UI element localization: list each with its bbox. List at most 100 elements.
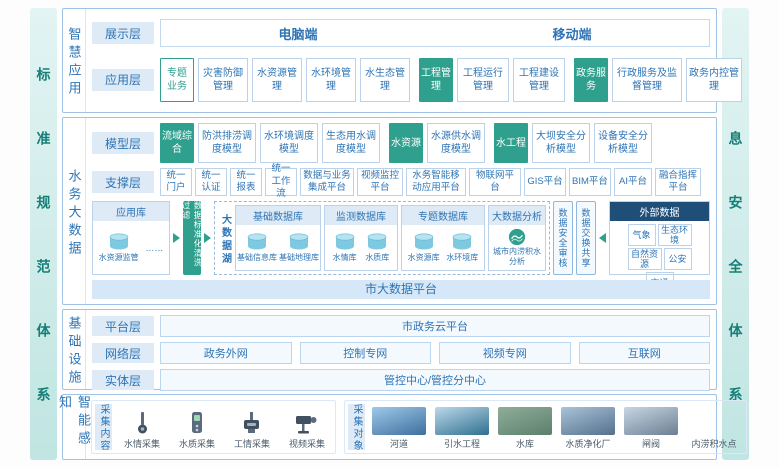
monitoring-db-title: 监测数据库 [325, 206, 397, 225]
gov-cloud-platform: 市政务云平台 [160, 315, 710, 337]
app-item-admin-supervision: 行政服务及监督管理 [612, 57, 682, 102]
database-cylinder: 基础地理库 [279, 232, 319, 263]
app-item-water-resource: 水资源管理 [252, 57, 302, 102]
database-cylinder: 水环境库 [446, 232, 479, 263]
thematic-db-panel: 专题数据库 水资源库 水环境库 [401, 205, 485, 271]
app-item-engineering-operation: 工程运行管理 [457, 57, 509, 102]
cylinder-icon [247, 232, 267, 249]
cylinder-icon [368, 232, 387, 249]
display-layer-row: 展示层 电脑端 移动端 [92, 19, 710, 48]
sluice-photo [624, 407, 678, 435]
model-layer-label: 模型层 [92, 132, 154, 154]
model-layer-row: 模型层 流域综合 防洪排涝调度模型 水环境调度模型 生态用水调度模型 水资源 水… [92, 123, 710, 163]
section-label-smart-application: 智慧应用 [63, 9, 86, 112]
model-device-safety: 设备安全分析模型 [594, 123, 652, 163]
basic-db-panel: 基础数据库 基础信息库 基础地理库 [235, 205, 321, 271]
security-pillar-label: 信息安全体系 [727, 67, 744, 451]
standards-pillar: 标准规范体系 [30, 8, 57, 460]
river-photo [372, 407, 426, 435]
section-label-water-big-data: 水务大数据 [63, 118, 86, 304]
cylinder-icon [335, 232, 354, 249]
model-dam-safety: 大坝安全分析模型 [532, 123, 590, 163]
platform-layer-label: 平台层 [92, 316, 154, 336]
data-security-audit-label: 数据安全审核 [557, 208, 568, 268]
cylinder-icon [289, 232, 309, 249]
diversion-project-photo [435, 407, 489, 435]
water-big-data-body: 模型层 流域综合 防洪排涝调度模型 水环境调度模型 生态用水调度模型 水资源 水… [86, 118, 716, 304]
support-integration-platform: 数据与业务集成平台 [300, 168, 354, 196]
external-natural-resources: 自然资源 [627, 248, 662, 270]
model-groups: 流域综合 防洪排涝调度模型 水环境调度模型 生态用水调度模型 水资源 水源供水调… [160, 123, 710, 163]
support-command-platform: 融合指挥平台 [655, 168, 701, 196]
smart-perception-body: 采集内容 水情采集 水质采集 [86, 395, 747, 459]
pc-client-label: 电脑端 [278, 26, 318, 42]
cylinder-label: 水资源库 [407, 252, 440, 262]
cylinder-label: 基础地理库 [279, 252, 319, 262]
external-data-panel: 外部数据 气象 生态环境 自然资源 公安 交通 [609, 201, 710, 294]
cctv-camera-icon [294, 409, 320, 435]
infrastructure-body: 平台层 市政务云平台 网络层 政务外网 控制专网 视频专网 互联网 实体层 管控… [86, 310, 716, 391]
analysis-icon [508, 228, 526, 246]
badge-water-project: 水工程 [494, 123, 528, 163]
cylinder-label: 水情库 [332, 252, 357, 262]
etl-label: 数据标准化清洗过滤 [181, 201, 203, 268]
basin-model-group: 流域综合 防洪排涝调度模型 水环境调度模型 生态用水调度模型 [160, 123, 380, 163]
basic-db-title: 基础数据库 [236, 206, 320, 225]
object-item-river: 河道 [370, 404, 428, 450]
sense-item-water-quality: 水质采集 [172, 404, 222, 450]
badge-engineering: 工程管理 [419, 57, 453, 102]
city-big-data-platform-bar: 市大数据平台 [92, 280, 710, 299]
section-title: 智慧应用 [66, 27, 82, 99]
section-title: 基础设施 [66, 316, 82, 388]
mobile-client-label: 移动端 [552, 26, 592, 42]
collection-objects-label-box: 采集对象 [348, 404, 365, 452]
application-groups: 专题业务 灾害防御管理 水资源管理 水环境管理 水生态管理 工程管理 工程运行管… [160, 57, 742, 102]
big-data-lake: 大数据湖 基础数据库 基础信息库 基础地理库 [214, 201, 550, 275]
smart-application-body: 展示层 电脑端 移动端 应用层 专题业务 灾害防御管理 水资源管理 水环境管理 … [86, 9, 742, 112]
sense-item-engineering: 工情采集 [227, 404, 277, 450]
flow-arrow-icon [204, 233, 211, 243]
object-item-reservoir: 水库 [496, 404, 554, 450]
cylinder-icon [453, 232, 472, 249]
cylinder-label: 水资源监管 [98, 252, 139, 262]
client-box: 电脑端 移动端 [160, 19, 710, 48]
model-eco-water: 生态用水调度模型 [322, 123, 380, 163]
application-db-title: 应用库 [93, 202, 169, 221]
engineering-sensor-icon [241, 409, 263, 435]
section-infrastructure: 基础设施 平台层 市政务云平台 网络层 政务外网 控制专网 视频专网 互联网 实… [62, 309, 717, 391]
cylinder-icon [109, 232, 128, 249]
cylinder-label: 基础信息库 [237, 252, 277, 262]
database-cylinder: 基础信息库 [237, 232, 277, 263]
badge-water-resource: 水资源 [389, 123, 423, 163]
cylinder-icon [414, 232, 433, 249]
data-lake-row: 应用库 水资源监管 …… 数据标准化清洗过滤 大 [92, 201, 710, 294]
display-layer-label: 展示层 [92, 22, 154, 45]
section-label-smart-perception: 智能感知 [57, 395, 91, 459]
water-resource-model-group: 水资源 水源供水调度模型 [389, 123, 485, 163]
support-video-platform: 视频监控平台 [357, 168, 403, 196]
section-smart-perception: 智能感知 采集内容 水情采集 水质采集 [57, 394, 747, 460]
platform-layer-row: 平台层 市政务云平台 [92, 315, 710, 337]
control-center: 管控中心/管控分中心 [160, 369, 710, 391]
object-item-sluice: 闸阀 [622, 404, 680, 450]
model-supply: 水源供水调度模型 [427, 123, 485, 163]
model-flood: 防洪排涝调度模型 [198, 123, 256, 163]
network-video: 视频专网 [439, 342, 571, 364]
etl-box: 数据标准化清洗过滤 [181, 201, 203, 275]
collection-content-label: 采集内容 [98, 404, 109, 452]
support-mobile-platform: 水务智能移动应用平台 [406, 168, 466, 196]
database-cylinder: 水资源监管 [98, 232, 139, 263]
flow-arrow-icon [599, 233, 606, 243]
cylinder-label: 水环境库 [446, 252, 479, 262]
water-level-sensor-icon [132, 409, 152, 435]
section-label-infrastructure: 基础设施 [63, 310, 86, 389]
collection-content-group: 采集内容 水情采集 水质采集 [91, 400, 336, 454]
data-exchange-share-label: 数据交换共享 [580, 208, 591, 268]
application-db-panel: 应用库 水资源监管 …… [92, 201, 170, 275]
reservoir-photo [498, 407, 552, 435]
monitoring-db-panel: 监测数据库 水情库 水质库 [324, 205, 398, 271]
water-project-model-group: 水工程 大坝安全分析模型 设备安全分析模型 [494, 123, 652, 163]
external-ecology: 生态环境 [657, 224, 692, 246]
badge-government-service: 政务服务 [574, 57, 608, 102]
collection-content-label-box: 采集内容 [95, 404, 112, 452]
